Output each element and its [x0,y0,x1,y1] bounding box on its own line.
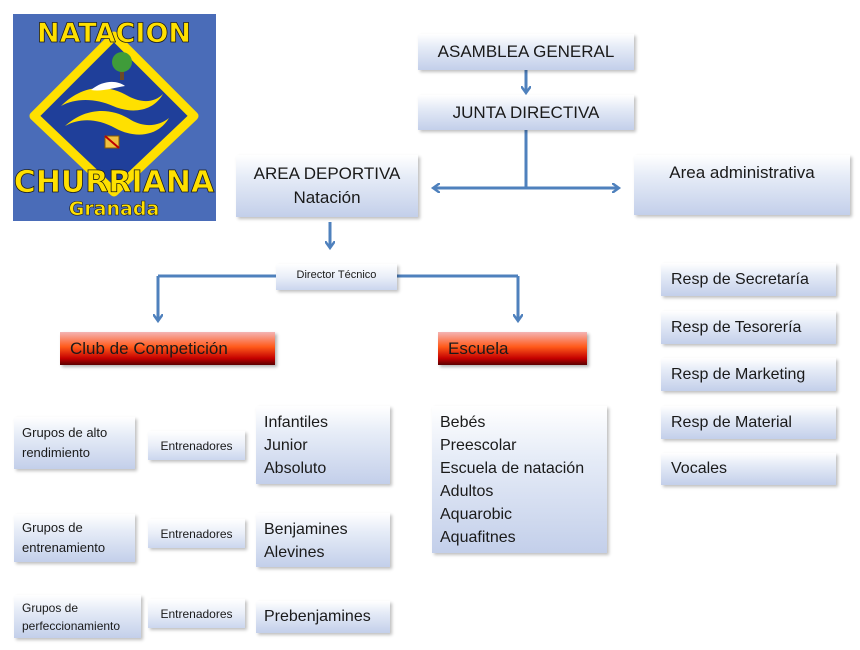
admin-role-box: Resp de Tesorería [661,311,836,344]
admin-role-label: Vocales [671,460,728,477]
group-box: Grupos de entrenamiento [14,514,135,562]
category-item: Prebenjamines [264,608,371,625]
category-item: Absoluto [264,460,327,477]
junta-directiva-label: JUNTA DIRECTIVA [452,102,600,122]
escuela-item: Aquafitnes [440,529,516,546]
admin-role-label: Resp de Tesorería [671,318,802,336]
asamblea-general-label: ASAMBLEA GENERAL [437,42,615,61]
categories-box: Benjamines Alevines [256,513,390,567]
escuela-item: Preescolar [440,437,517,454]
group-label-line: rendimiento [22,445,90,460]
area-deportiva-box: AREA DEPORTIVA Natación [236,155,418,217]
admin-role-label: Resp de Marketing [671,365,806,383]
group-box: Grupos de alto rendimiento [14,417,135,469]
group-label-line: perfeccionamiento [22,618,121,633]
escuela-item: Adultos [440,483,494,500]
admin-role-box: Vocales [661,453,836,485]
logo-sub-text: Granada [69,198,160,220]
logo-top-text: NATACION [37,18,191,49]
admin-role-label: Resp de Material [671,413,792,431]
group-label-line: Grupos de [22,600,79,615]
coaches-label: Entrenadores [160,526,233,541]
coaches-box: Entrenadores [148,519,245,548]
admin-role-box: Resp de Marketing [661,358,836,391]
director-tecnico-label: Director Técnico [296,269,377,281]
junta-directiva-box: JUNTA DIRECTIVA [418,95,634,130]
escuela-item: Bebés [440,414,486,431]
area-deportiva-title: AREA DEPORTIVA [253,164,401,183]
category-item: Junior [264,437,308,454]
club-logo: NATACION CHURRIANA Granada [13,14,216,221]
categories-box: Infantiles Junior Absoluto [256,406,390,484]
escuela-item: Escuela de natación [440,460,585,477]
category-item: Alevines [264,544,325,561]
logo-tree-icon [112,52,132,72]
logo-wave-icon [61,87,163,111]
admin-role-label: Resp de Secretaría [671,270,809,288]
director-tecnico-box: Director Técnico [276,264,397,290]
admin-role-box: Resp de Material [661,406,836,439]
group-label-line: Grupos de alto [22,425,108,440]
group-label-line: Grupos de [22,520,83,535]
categories-box: Prebenjamines [256,601,390,633]
asamblea-general-box: ASAMBLEA GENERAL [418,34,634,70]
area-administrativa-box: Area administrativa [634,155,850,215]
category-item: Benjamines [264,521,348,538]
area-administrativa-label: Area administrativa [669,163,815,182]
coaches-label: Entrenadores [160,438,233,453]
coaches-label: Entrenadores [160,606,233,621]
escuela-items-box: Bebés Preescolar Escuela de natación Adu… [432,406,607,553]
club-competicion-label: Club de Competición [70,338,228,358]
club-competicion-box: Club de Competición [60,332,275,365]
coaches-box: Entrenadores [148,431,245,460]
admin-role-box: Resp de Secretaría [661,263,836,296]
coaches-box: Entrenadores [148,599,245,628]
group-box: Grupos de perfeccionamiento [14,595,141,638]
escuela-label: Escuela [448,338,509,358]
escuela-box: Escuela [438,332,587,365]
group-label-line: entrenamiento [22,540,106,555]
category-item: Infantiles [264,414,329,431]
logo-bottom-text: CHURRIANA [14,165,215,200]
logo-graphic: NATACION CHURRIANA Granada [13,14,216,221]
area-deportiva-subtitle: Natación [293,188,361,207]
escuela-item: Aquarobic [440,506,513,523]
